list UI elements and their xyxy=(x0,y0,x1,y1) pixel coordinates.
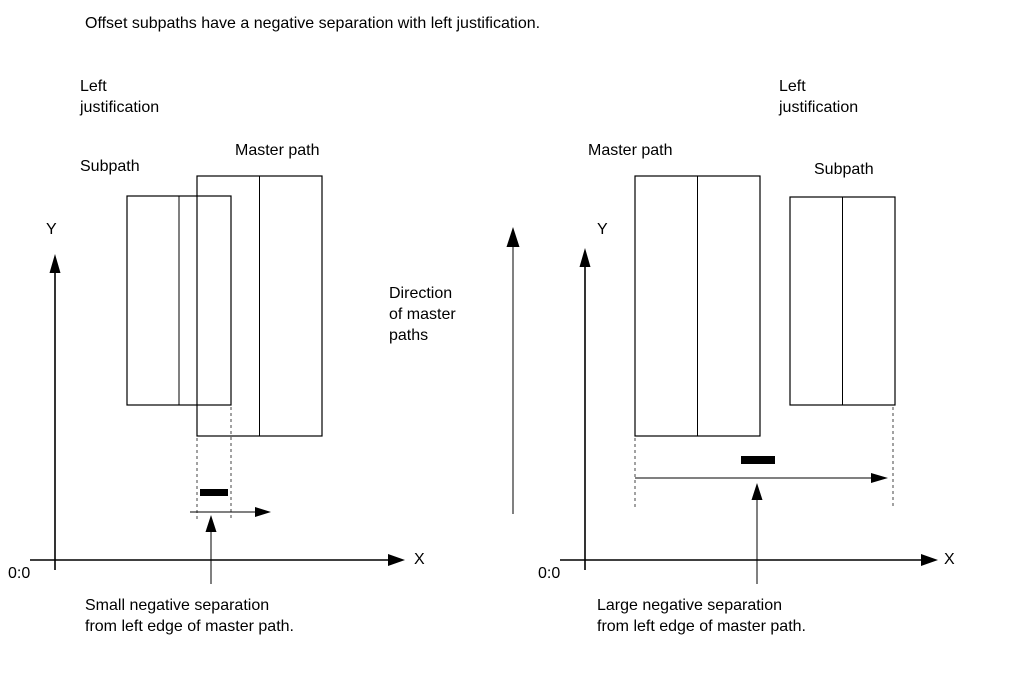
left-caption: Small negative separation from left edge… xyxy=(85,597,294,635)
left-origin-label: 0:0 xyxy=(8,565,31,582)
right-y-axis-arrowhead-icon xyxy=(579,248,591,267)
left-y-axis-arrowhead-icon xyxy=(49,254,61,273)
direction-of-master-paths-arrow xyxy=(506,227,520,514)
left-separation-bar xyxy=(200,489,228,496)
left-figure-shapes xyxy=(30,175,405,584)
left-caption-pointer-arrowhead-icon xyxy=(205,515,217,532)
left-y-axis-label: Y xyxy=(46,221,57,238)
right-master-path-label: Master path xyxy=(588,142,673,159)
diagram-title: Offset subpaths have a negative separati… xyxy=(85,15,541,32)
right-figure-shapes xyxy=(560,175,938,584)
right-y-axis-label: Y xyxy=(597,221,608,238)
left-x-axis-label: X xyxy=(414,551,425,568)
right-origin-label: 0:0 xyxy=(538,565,561,582)
right-justification-label: Left justification xyxy=(779,78,859,116)
right-separation-bar xyxy=(741,456,775,464)
left-subpath-label: Subpath xyxy=(80,158,140,175)
left-x-axis-arrowhead-icon xyxy=(388,554,405,566)
direction-arrowhead-icon xyxy=(506,227,520,247)
right-x-axis-label: X xyxy=(944,551,955,568)
left-justification-label: Left justification xyxy=(80,78,160,116)
right-subpath-label: Subpath xyxy=(814,161,874,178)
right-separation-arrowhead-icon xyxy=(871,473,888,483)
left-separation-arrowhead-icon xyxy=(255,507,271,517)
left-master-path-label: Master path xyxy=(235,142,320,159)
direction-of-master-paths-label: Direction of master paths xyxy=(389,285,456,344)
right-caption-pointer-arrowhead-icon xyxy=(751,483,763,500)
right-x-axis-arrowhead-icon xyxy=(921,554,938,566)
right-caption: Large negative separation from left edge… xyxy=(597,597,806,635)
